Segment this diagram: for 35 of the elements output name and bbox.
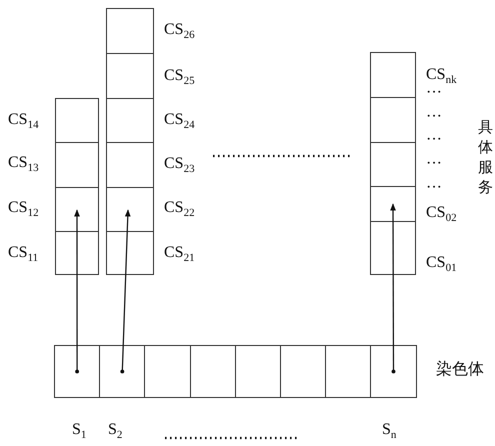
service-label: ··· [426, 155, 442, 173]
gene-label: S$_{n}$ [382, 421, 396, 444]
service-label: CS$_{01}$ [426, 254, 457, 276]
arrow [74, 209, 80, 374]
gene-cell [99, 345, 146, 398]
gene-cell [370, 345, 417, 398]
service-label: CS$_{25}$ [164, 67, 195, 90]
arrow [120, 209, 131, 374]
gene-cell [54, 345, 100, 398]
service-label: CS$_{23}$ [164, 155, 195, 178]
service-label: CS$_{11}$ [8, 244, 38, 266]
row-label: 染色体 [436, 361, 484, 379]
gene-label: S$_{2}$ [108, 421, 122, 444]
service-label: ··· [426, 131, 442, 149]
service-label: ··· [426, 108, 442, 126]
service-column [55, 98, 99, 275]
service-label: CS$_{12}$ [8, 199, 39, 222]
service-label: CS$_{14}$ [8, 111, 39, 134]
gene-label: S$_{1}$ [72, 421, 86, 444]
service-label: CS$_{02}$ [426, 204, 457, 226]
gene-cell [280, 345, 326, 398]
service-label: ··· [426, 179, 442, 197]
arrow [390, 203, 396, 374]
service-label: CS$_{13}$ [8, 154, 39, 176]
service-label: CS$_{22}$ [164, 199, 195, 222]
gene-cell [144, 345, 191, 398]
side-label: 具体服务 [478, 119, 494, 198]
service-label: CS$_{24}$ [164, 111, 195, 134]
service-label: CS$_{26}$ [164, 21, 195, 44]
service-column [370, 52, 416, 275]
service-label: CS$_{21}$ [164, 244, 195, 266]
gene-cell [190, 345, 236, 398]
gene-cell [325, 345, 372, 398]
gene-cell [234, 345, 281, 398]
service-column [106, 8, 154, 275]
